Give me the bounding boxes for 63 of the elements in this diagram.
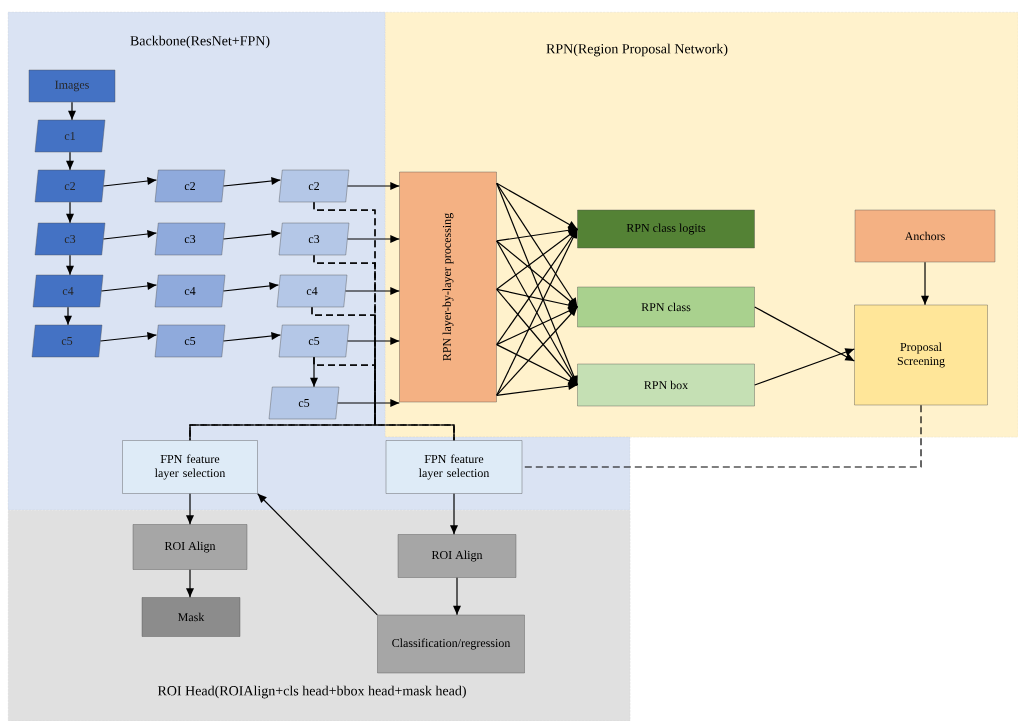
arrow [346,235,400,243]
process-box: RPN class [577,286,755,328]
process-box: FPN feature layer selection [122,440,258,494]
process-box: Classification/regression [377,614,525,674]
arrow [186,569,194,598]
arrow [186,493,194,525]
arrow [346,337,400,345]
feature-map-parallelogram: c2 [154,169,226,203]
arrow [100,332,157,342]
process-box: Proposal Screening [854,304,988,406]
arrow [336,399,400,407]
arrow [453,577,461,616]
process-box: ROI Align [132,524,248,570]
arrow [64,306,72,326]
process-box: RPN layer-by-layer processing [399,171,497,403]
process-box: Anchors [854,209,996,263]
arrow [496,344,578,386]
arrow [102,177,158,187]
feature-map-parallelogram: c5 [154,324,226,358]
feature-map-parallelogram: c1 [34,119,106,153]
region-title: ROI Head(ROIAlign+cls head+bbox head+mask head) [157,685,466,699]
region-title: RPN(Region Proposal Network) [546,43,728,57]
feature-map-parallelogram: c5 [278,324,350,358]
process-box: RPN box [577,363,755,407]
feature-map-parallelogram: c3 [278,222,350,256]
arrow [223,331,282,342]
arrow [754,306,855,362]
arrow [222,229,282,240]
process-box: Mask [141,597,241,637]
feature-map-parallelogram: c3 [154,222,226,256]
arrow [257,493,378,616]
arrow [496,288,578,386]
feature-map-parallelogram: c2 [278,169,350,203]
process-box: FPN feature layer selection [385,440,523,494]
arrow [222,176,282,187]
arrow [921,261,929,306]
feature-map-parallelogram: c4 [154,274,226,308]
process-box: Images [28,69,116,103]
arrow [100,282,158,292]
arrow [450,493,458,535]
arrow [754,348,855,386]
arrow [344,287,400,295]
arrow [222,282,280,292]
arrow [496,382,578,396]
feature-map-parallelogram: c5 [31,324,103,358]
feature-map-parallelogram: c2 [34,169,106,203]
feature-map-parallelogram: c4 [276,274,348,308]
feature-map-parallelogram: c5 [268,386,340,420]
process-box: RPN class logits [577,209,755,249]
arrow [68,101,76,121]
arrow [496,182,578,230]
arrow [102,230,158,240]
arrow [346,182,400,190]
arrow [66,201,74,224]
arrow [66,254,74,276]
region-title: Backbone(ResNet+FPN) [130,35,270,49]
arrow [496,240,578,308]
arrow [496,288,578,309]
process-box: ROI Align [397,534,517,578]
arrow [496,306,578,396]
feature-map-parallelogram: c3 [34,222,106,256]
feature-map-parallelogram: c4 [32,274,104,308]
arrow [66,151,74,171]
